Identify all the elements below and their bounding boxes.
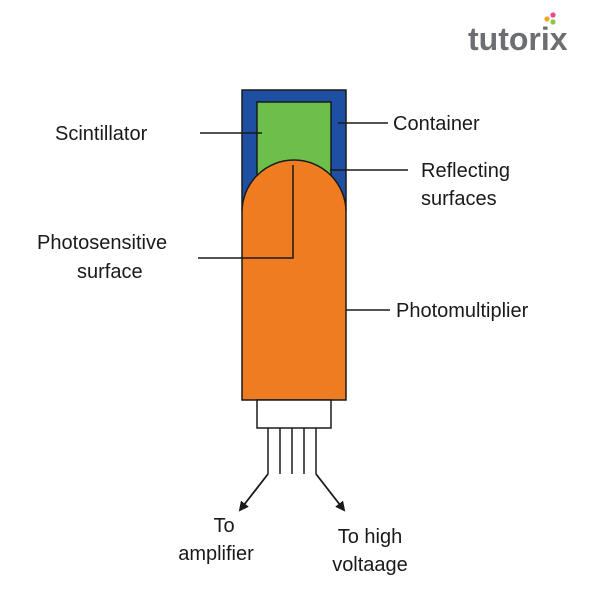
leader-photosensitive (198, 165, 294, 259)
arrow-to-high-voltage (315, 473, 346, 512)
label-amplifier-line2: amplifier (178, 543, 254, 565)
label-amplifier-line1: To (213, 515, 234, 537)
label-photosensitive-line2: surface (77, 261, 143, 283)
tutorix-logo: tutorix (468, 12, 568, 57)
arrow-to-amplifier (238, 473, 269, 512)
leader-lines (198, 122, 408, 311)
label-reflecting-line2: surfaces (421, 188, 497, 210)
label-photosensitive-line1: Photosensitive (37, 232, 167, 254)
logo-text: tutorix (468, 21, 568, 57)
photomultiplier-tube (241, 159, 347, 401)
label-scintillator: Scintillator (55, 123, 148, 145)
label-voltage-line1: To high (338, 526, 403, 548)
logo-dot-2 (550, 12, 556, 18)
label-voltage-line2: voltaage (332, 554, 408, 576)
logo-dot-1 (544, 16, 550, 22)
logo-dot-3 (550, 19, 556, 25)
label-photomultiplier: Photomultiplier (396, 300, 529, 322)
tube-pins (267, 428, 317, 474)
label-reflecting-line1: Reflecting (421, 160, 510, 182)
label-container: Container (393, 113, 480, 135)
tube-base (256, 399, 332, 429)
